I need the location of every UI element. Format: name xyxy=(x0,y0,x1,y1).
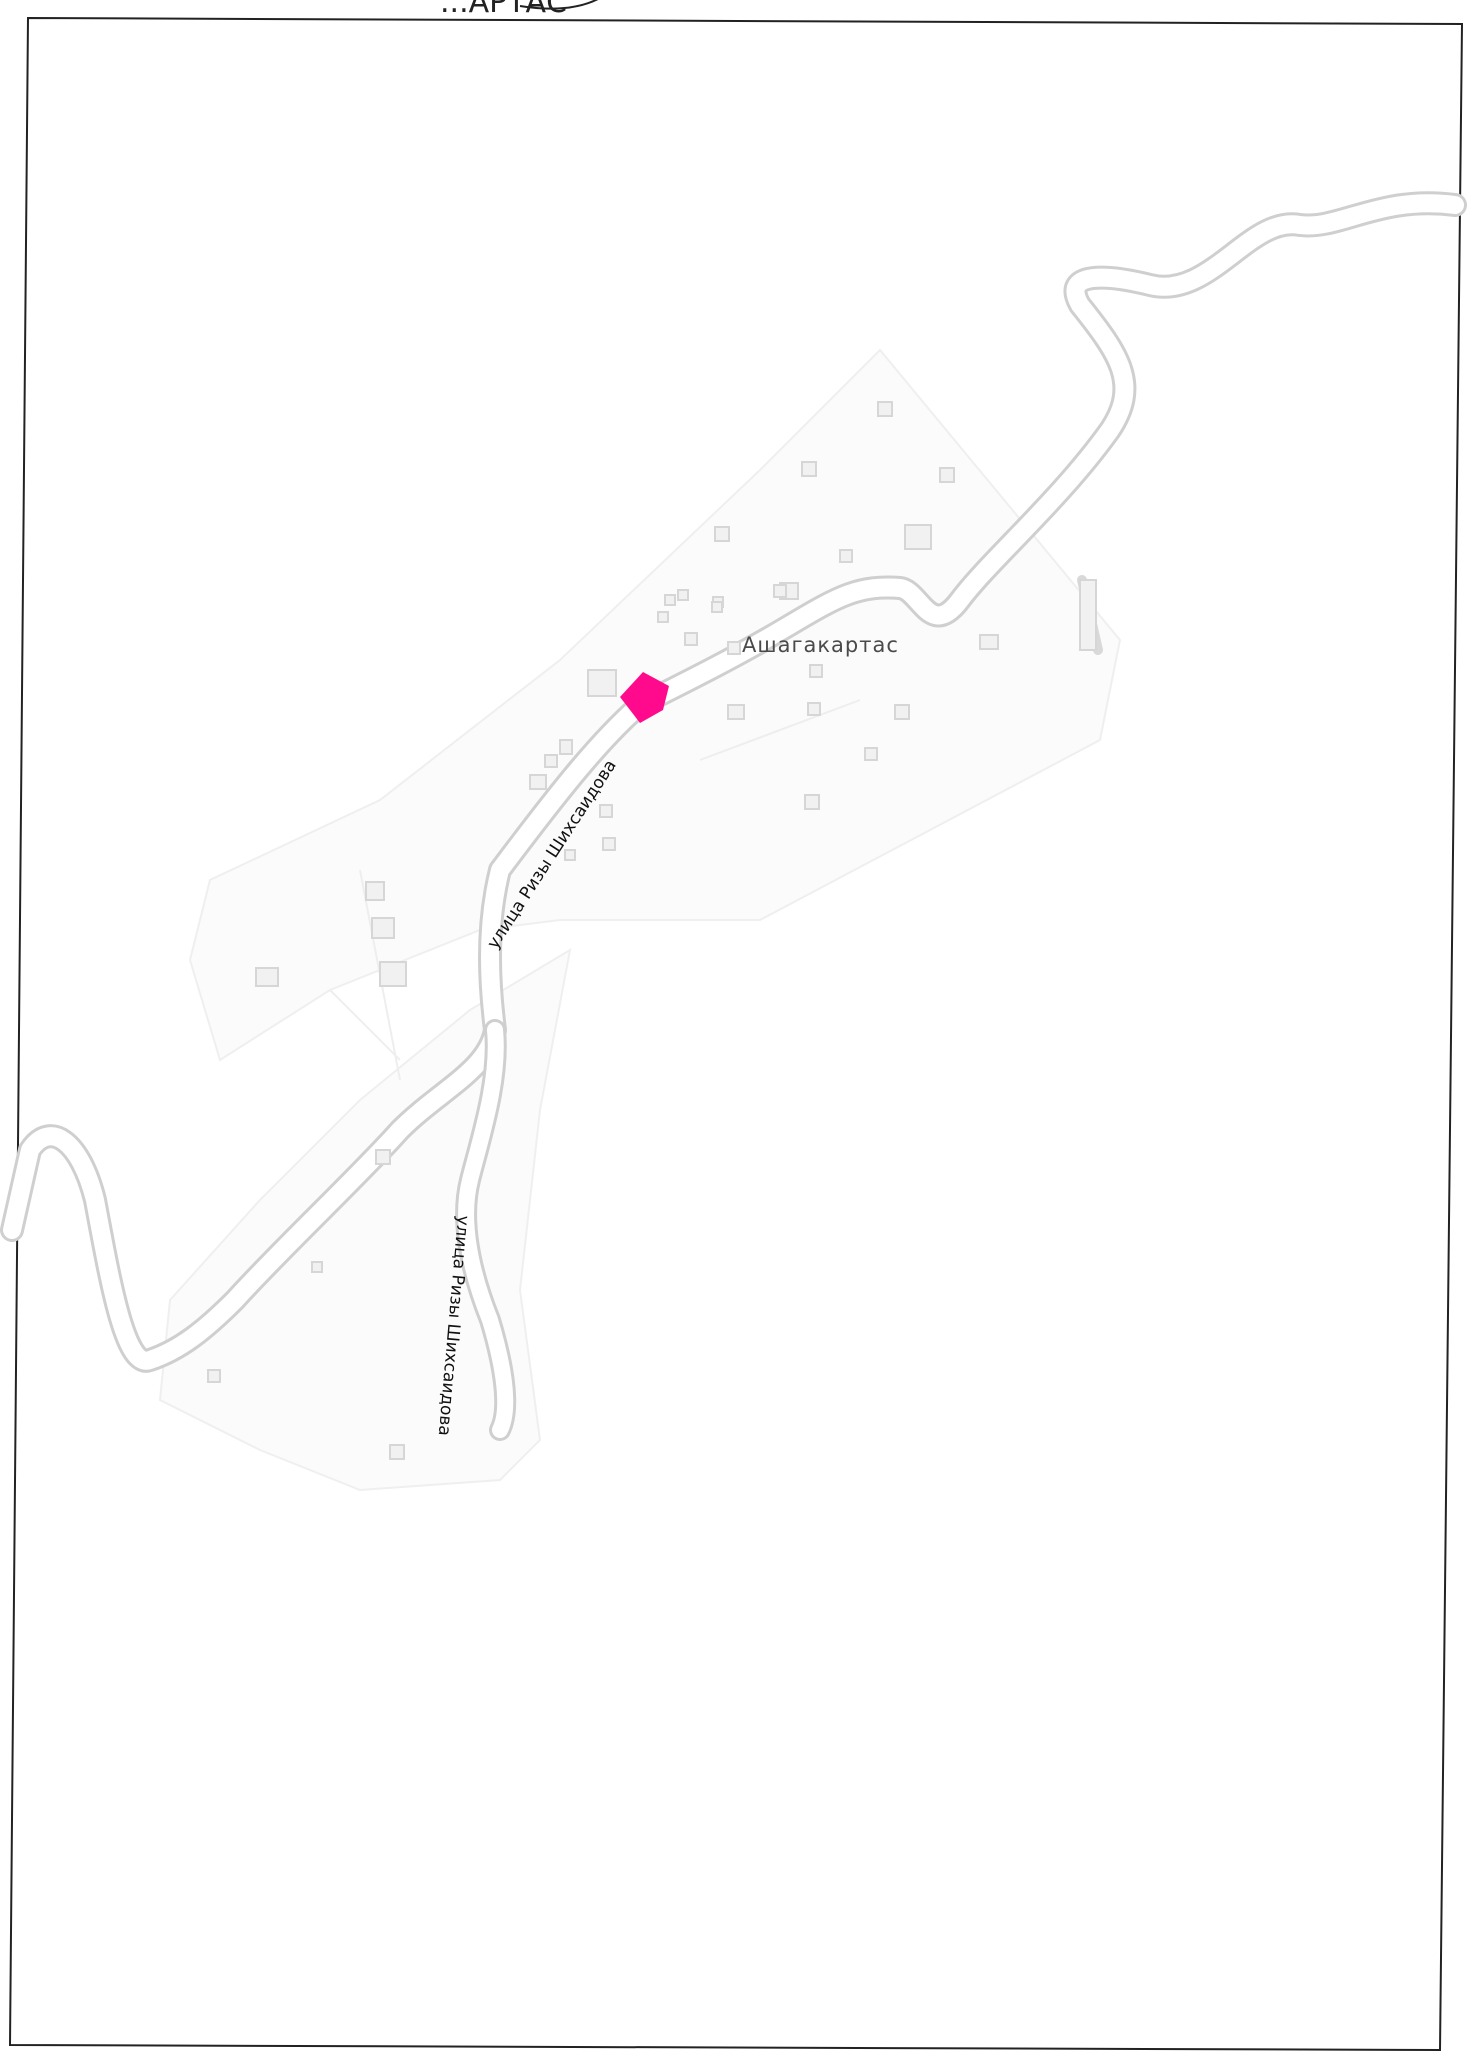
building xyxy=(311,1261,323,1273)
building xyxy=(664,594,676,606)
building xyxy=(894,704,910,720)
parcel-line xyxy=(329,989,401,1061)
building xyxy=(727,704,745,720)
building xyxy=(1079,579,1097,651)
building xyxy=(711,601,723,613)
building xyxy=(877,401,893,417)
page-border xyxy=(8,16,1464,2052)
building xyxy=(727,641,741,655)
building xyxy=(657,611,669,623)
building xyxy=(371,917,395,939)
main-road xyxy=(0,191,1467,1373)
building xyxy=(839,549,853,563)
handwritten-header: ...АРТАС xyxy=(440,0,567,20)
building xyxy=(804,794,820,810)
building xyxy=(677,589,689,601)
place-label: Ашагакартас xyxy=(742,633,899,657)
building xyxy=(979,634,999,650)
building xyxy=(529,774,547,790)
building xyxy=(939,467,955,483)
branch-road xyxy=(455,1019,517,1441)
handwritten-stroke xyxy=(519,0,599,10)
building xyxy=(255,967,279,987)
building xyxy=(365,881,385,901)
building xyxy=(544,754,558,768)
building xyxy=(714,526,730,542)
building xyxy=(559,739,573,755)
building xyxy=(375,1149,391,1165)
building xyxy=(564,849,576,861)
building xyxy=(207,1369,221,1383)
building xyxy=(801,461,817,477)
building xyxy=(389,1444,405,1460)
building xyxy=(684,632,698,646)
parcel-line xyxy=(699,699,861,761)
building xyxy=(379,961,407,987)
highlighted-plot[interactable] xyxy=(620,672,669,723)
building xyxy=(809,664,823,678)
building xyxy=(904,524,932,550)
building xyxy=(807,702,821,716)
building xyxy=(773,584,787,598)
building xyxy=(864,747,878,761)
building xyxy=(602,837,616,851)
building xyxy=(587,669,617,697)
building xyxy=(599,804,613,818)
